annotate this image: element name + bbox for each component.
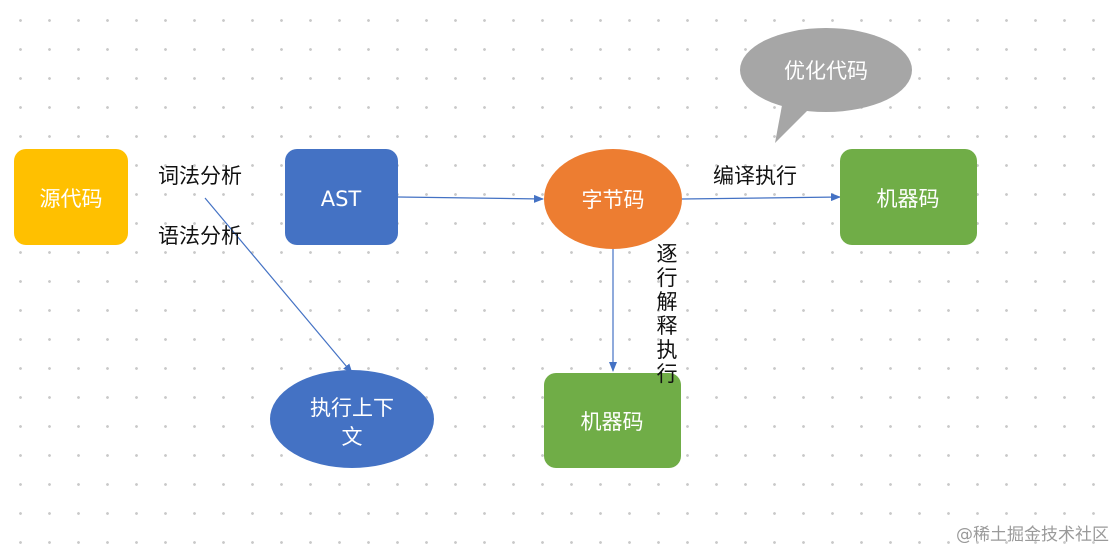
edge-label-interpret: 逐 行 解 释 执 行	[657, 242, 678, 386]
edge-label-interpret-char: 行	[657, 362, 678, 386]
node-machine-code-bottom: 机器码	[544, 373, 681, 468]
node-exec-context: 执行上下 文	[270, 370, 434, 468]
edge-label-interpret-char: 逐	[657, 242, 678, 266]
arrow-source-to-exec-context	[204, 197, 353, 374]
node-exec-context-label-line1: 执行上下	[310, 396, 394, 420]
node-bytecode: 字节码	[544, 149, 682, 249]
node-exec-context-label-line2: 文	[342, 425, 363, 449]
node-source-code-label: 源代码	[40, 187, 103, 211]
edge-label-interpret-char: 释	[657, 314, 678, 338]
arrow-ast-to-bytecode	[397, 194, 544, 203]
node-bytecode-label: 字节码	[582, 188, 645, 212]
node-ast-label: AST	[321, 187, 362, 211]
watermark: @稀土掘金技术社区	[956, 525, 1109, 545]
node-machine-code-right-label: 机器码	[877, 187, 940, 211]
node-machine-code-bottom-label: 机器码	[581, 410, 644, 434]
node-ast: AST	[285, 149, 398, 245]
connectors	[204, 193, 841, 374]
edge-label-interpret-char: 行	[657, 266, 678, 290]
edge-label-compile-exec: 编译执行	[713, 164, 797, 188]
edge-label-lexical: 词法分析	[158, 164, 242, 188]
node-machine-code-right: 机器码	[840, 149, 977, 245]
optimize-bubble-label: 优化代码	[784, 59, 868, 83]
edge-label-syntax: 语法分析	[158, 224, 242, 248]
edge-label-interpret-char: 解	[657, 290, 678, 314]
node-source-code: 源代码	[14, 149, 128, 245]
edge-label-interpret-char: 执	[657, 338, 678, 362]
arrow-bytecode-to-machine-code	[681, 193, 841, 202]
optimize-bubble: 优化代码	[740, 28, 912, 143]
